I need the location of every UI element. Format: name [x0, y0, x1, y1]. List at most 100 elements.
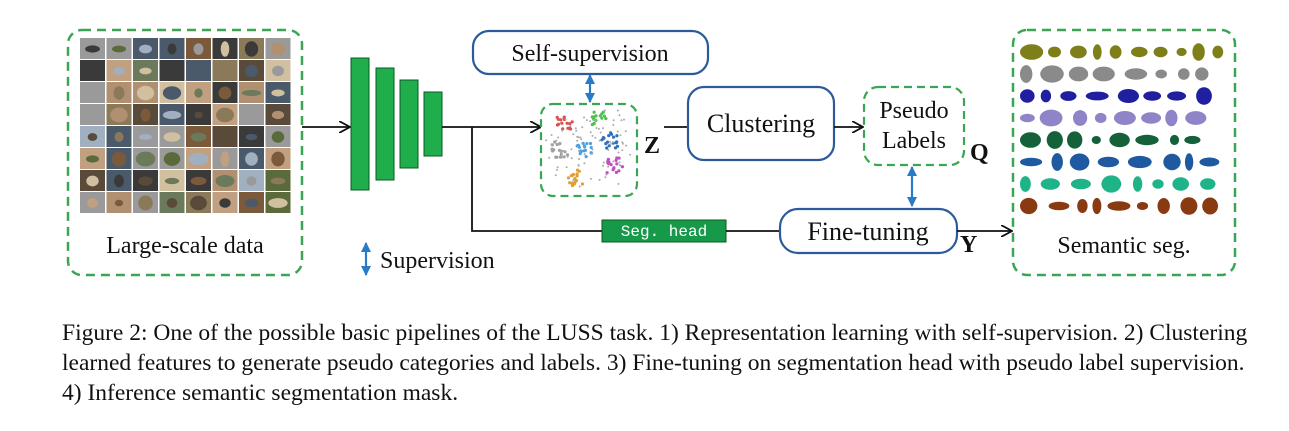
feature-point — [556, 166, 559, 169]
thumbnail-subject — [83, 109, 102, 121]
segmentation-mask — [1113, 111, 1136, 125]
feature-point — [622, 142, 624, 145]
feature-point — [617, 156, 621, 160]
thumbnail-subject — [162, 110, 182, 120]
thumbnail-subject — [188, 152, 209, 166]
supervision-legend-label: Supervision — [380, 248, 495, 274]
feature-point — [556, 122, 561, 126]
segmentation-mask — [1196, 87, 1212, 105]
feature-point — [621, 149, 624, 152]
thumbnail-subject — [114, 174, 124, 188]
thumbnail-subject — [112, 151, 126, 167]
segmentation-mask — [1163, 153, 1181, 171]
segmentation-mask — [1020, 132, 1041, 148]
segmentation-mask — [1020, 44, 1044, 60]
feature-point — [589, 145, 593, 150]
semantic-seg-box: Semantic seg. — [1011, 28, 1237, 277]
feature-point — [572, 133, 575, 136]
feature-point — [617, 151, 620, 154]
thumbnail-subject — [140, 108, 151, 122]
thumbnail-subject — [270, 177, 286, 185]
thumbnail-subject — [87, 133, 98, 141]
feature-point — [592, 110, 596, 114]
feature-point — [609, 163, 613, 167]
pseudo-labels-box — [862, 85, 966, 167]
thumbnail-subject — [110, 107, 128, 123]
segmentation-mask — [1155, 69, 1167, 79]
segmentation-mask — [1077, 199, 1088, 213]
feature-point — [580, 138, 583, 141]
feature-point — [621, 141, 624, 144]
thumbnail-subject — [164, 177, 180, 185]
y-symbol: Y — [960, 232, 977, 258]
feature-point — [619, 164, 622, 167]
feature-point — [602, 127, 604, 130]
feature-point — [598, 178, 601, 181]
feature-point — [617, 169, 621, 173]
feature-point — [581, 126, 584, 129]
feature-point — [558, 143, 561, 146]
segmentation-mask — [1091, 136, 1101, 144]
segmentation-mask — [1185, 111, 1207, 125]
feature-point — [625, 144, 628, 147]
feature-point — [578, 149, 580, 152]
feature-point — [601, 136, 606, 140]
feature-point — [611, 141, 614, 144]
segmentation-mask — [1143, 91, 1162, 101]
segmentation-mask — [1131, 46, 1148, 58]
feature-scatter — [545, 109, 632, 188]
thumbnail-subject — [138, 176, 153, 186]
thumbnail-subject — [216, 107, 234, 123]
segmentation-mask — [1167, 91, 1187, 101]
thumbnail-subject — [219, 198, 231, 208]
feature-point — [615, 162, 619, 166]
feature-point — [583, 116, 585, 119]
self-supervision-label: Self-supervision — [511, 41, 668, 67]
z-symbol: Z — [644, 133, 660, 159]
q-symbol: Q — [970, 140, 989, 166]
segmentation-mask — [1101, 175, 1122, 193]
feature-point — [607, 134, 611, 138]
thumbnail-subject — [271, 89, 285, 97]
feature-point — [594, 136, 597, 139]
segmentation-mask — [1051, 153, 1063, 171]
feature-point — [604, 142, 608, 146]
feature-point — [575, 172, 579, 176]
feature-point — [561, 156, 564, 159]
feature-point — [586, 119, 588, 122]
feature-point — [553, 140, 557, 144]
thumbnail-subject — [193, 43, 204, 55]
feature-point — [567, 177, 570, 179]
thumbnail-subject — [85, 45, 100, 53]
thumbnail-subject — [136, 85, 155, 101]
thumbnail-subject — [114, 199, 124, 207]
feature-point — [550, 149, 555, 153]
line-encoder-to-seg-head — [471, 127, 602, 232]
feature-point — [607, 160, 611, 164]
feature-point — [607, 149, 610, 151]
feature-point — [560, 121, 564, 125]
segmentation-mask — [1068, 66, 1089, 82]
thumbnail-subject — [220, 41, 230, 57]
feature-point — [555, 115, 559, 119]
feature-point — [561, 127, 565, 131]
figure-caption: Figure 2: One of the possible basic pipe… — [62, 320, 1248, 406]
feature-point — [577, 145, 582, 149]
thumbnail-subject — [163, 152, 181, 166]
encoder-network — [350, 57, 443, 191]
segmentation-mask — [1019, 197, 1038, 215]
segmentation-mask — [1073, 110, 1088, 126]
feature-point — [600, 116, 604, 120]
feature-point — [604, 176, 607, 179]
feature-point — [573, 176, 577, 181]
thumbnail-subject — [219, 65, 231, 77]
feature-point — [548, 156, 551, 159]
feature-point — [556, 169, 558, 171]
thumbnail-subject — [192, 64, 205, 78]
thumbnail-subject — [268, 198, 288, 208]
feature-point — [607, 165, 610, 168]
feature-point — [559, 150, 562, 153]
feature-point — [611, 168, 615, 172]
feature-point — [612, 160, 615, 163]
segmentation-mask — [1109, 45, 1122, 59]
